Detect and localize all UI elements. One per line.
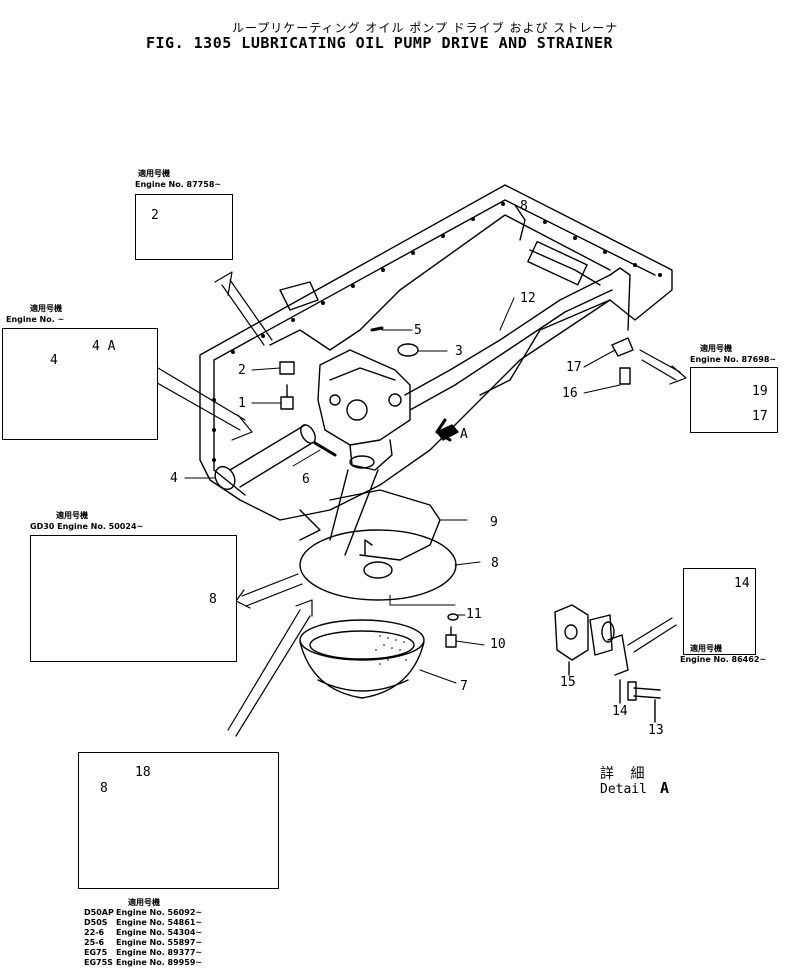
strainer-perforations — [375, 635, 407, 665]
detail-box-left — [2, 328, 158, 440]
callout-19: 19 — [752, 384, 768, 399]
o-ring-3 — [397, 343, 419, 357]
title-japanese: ループリケーティング オイル ポンプ ドライブ および ストレーナ — [232, 21, 619, 35]
callout-1: 1 — [238, 396, 246, 411]
direction-arrows — [151, 271, 687, 737]
table-header: 適用号機 — [128, 898, 160, 907]
oil-pump-body — [317, 349, 411, 471]
callout-15: 15 — [560, 675, 576, 690]
detail-label-en: Detail — [600, 782, 647, 797]
washer-11 — [447, 613, 459, 621]
callout-11: 11 — [466, 607, 482, 622]
engine-no-right: Engine No. 87698~ — [690, 355, 777, 364]
detail-a-parts — [554, 604, 661, 723]
lock-17 — [611, 337, 634, 357]
detail-letter: A — [660, 779, 670, 797]
callout-2-top: 2 — [151, 208, 159, 223]
detail-box-plate — [78, 752, 279, 889]
apply-label-left: 適用号機 — [30, 304, 62, 313]
detail-box-clip — [683, 568, 756, 655]
callout-2: 2 — [238, 363, 246, 378]
pin — [313, 441, 337, 457]
callout-3: 3 — [455, 344, 463, 359]
view-marker-a: A — [460, 427, 468, 442]
callout-10: 10 — [490, 637, 506, 652]
callout-8: 8 — [491, 556, 499, 571]
callout-8-gd30: 8 — [209, 592, 217, 607]
drive-shaft — [214, 424, 316, 491]
strainer-basket — [299, 619, 425, 699]
callout-16: 16 — [562, 386, 578, 401]
oil-pipe — [404, 204, 631, 411]
callout-4A: 4 A — [92, 339, 116, 354]
bolt-16 — [619, 367, 631, 385]
detail-box-top — [135, 194, 233, 260]
callout-14-box: 14 — [734, 576, 750, 591]
oil-pan — [199, 184, 673, 541]
engine-no-top: Engine No. 87758~ — [135, 180, 222, 189]
flange-holes — [212, 202, 662, 462]
callout-5: 5 — [414, 323, 422, 338]
callout-13: 13 — [648, 723, 664, 738]
detail-box-right — [690, 367, 778, 433]
callout-7: 7 — [460, 679, 468, 694]
callout-6: 6 — [302, 472, 310, 487]
apply-label-top: 適用号機 — [138, 169, 170, 178]
strainer-plate — [299, 529, 457, 601]
engine-no-gd30: GD30 Engine No. 50024~ — [30, 522, 144, 531]
callout-8-pan: 8 — [520, 199, 528, 214]
callout-12: 12 — [520, 291, 536, 306]
apply-label-right: 適用号機 — [700, 344, 732, 353]
apply-label-detail: 適用号機 — [690, 644, 722, 653]
detail-label-jp: 詳 細 — [600, 766, 651, 782]
callout-14: 14 — [612, 704, 628, 719]
callout-4: 4 — [170, 471, 178, 486]
leader-lines — [184, 297, 621, 684]
callout-8-plate: 8 — [100, 781, 108, 796]
clip-2 — [279, 361, 295, 375]
figure-title: FIG. 1305 LUBRICATING OIL PUMP DRIVE AND… — [146, 34, 614, 52]
suction-pipe — [329, 469, 379, 556]
callout-4-detail: 4 — [50, 353, 58, 368]
apply-label-gd30: 適用号機 — [56, 511, 88, 520]
bolt-10 — [445, 626, 457, 648]
callout-17: 17 — [566, 360, 582, 375]
bolt-1 — [280, 384, 294, 410]
callout-9: 9 — [490, 515, 498, 530]
detail-box-gd30 — [30, 535, 237, 662]
engine-no-left: Engine No. ~ — [6, 315, 65, 324]
part-5 — [370, 326, 384, 332]
callout-17-detail: 17 — [752, 409, 768, 424]
callout-18: 18 — [135, 765, 151, 780]
engine-no-detail: Engine No. 86462~ — [680, 655, 767, 664]
